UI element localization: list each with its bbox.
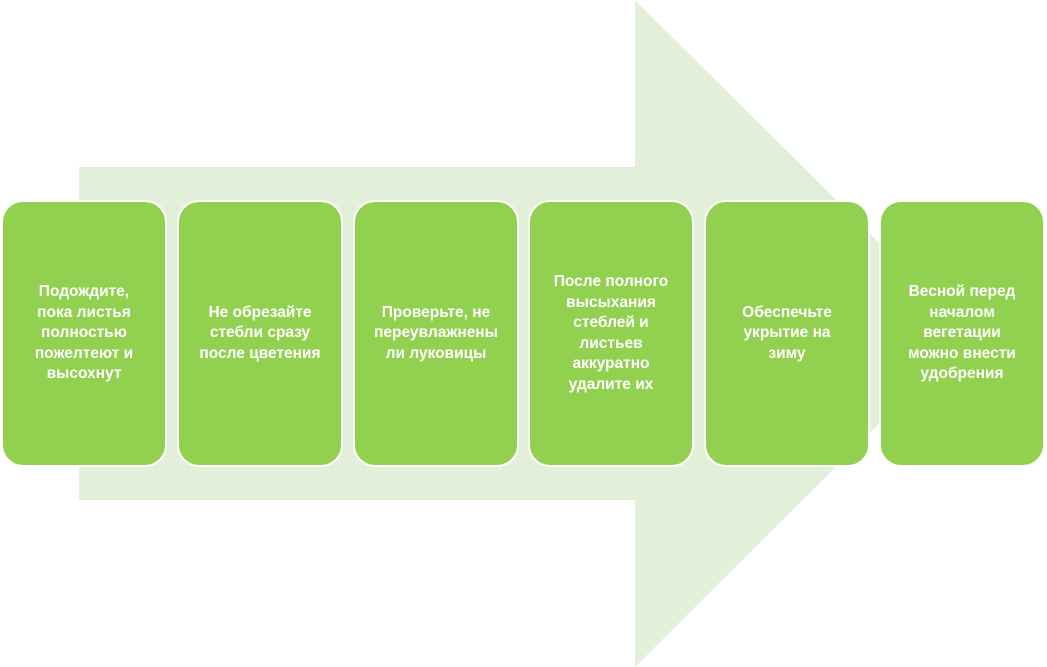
step-box-1: Подождите, пока листья полностью пожелте… [1, 200, 167, 467]
step-box-3: Проверьте, не переувлажнены ли луковицы [353, 200, 519, 467]
step-label-1: Подождите, пока листья полностью пожелте… [34, 283, 134, 383]
step-label-2: Не обрезайте стебли сразу после цветения [199, 303, 321, 362]
step-label-5: Обеспечьте укрытие на зиму [742, 303, 832, 362]
step-box-4: После полного высыхания стеблей и листье… [528, 200, 694, 467]
step-box-6: Весной перед началом вегетации можно вне… [879, 200, 1045, 467]
background-arrow-shape [79, 0, 970, 667]
step-label-4: После полного высыхания стеблей и листье… [553, 273, 669, 393]
step-box-2: Не обрезайте стебли сразу после цветения [177, 200, 343, 467]
step-label-6: Весной перед началом вегетации можно вне… [908, 283, 1016, 383]
step-label-3: Проверьте, не переувлажнены ли луковицы [374, 303, 498, 362]
step-box-5: Обеспечьте укрытие на зиму [704, 200, 870, 467]
